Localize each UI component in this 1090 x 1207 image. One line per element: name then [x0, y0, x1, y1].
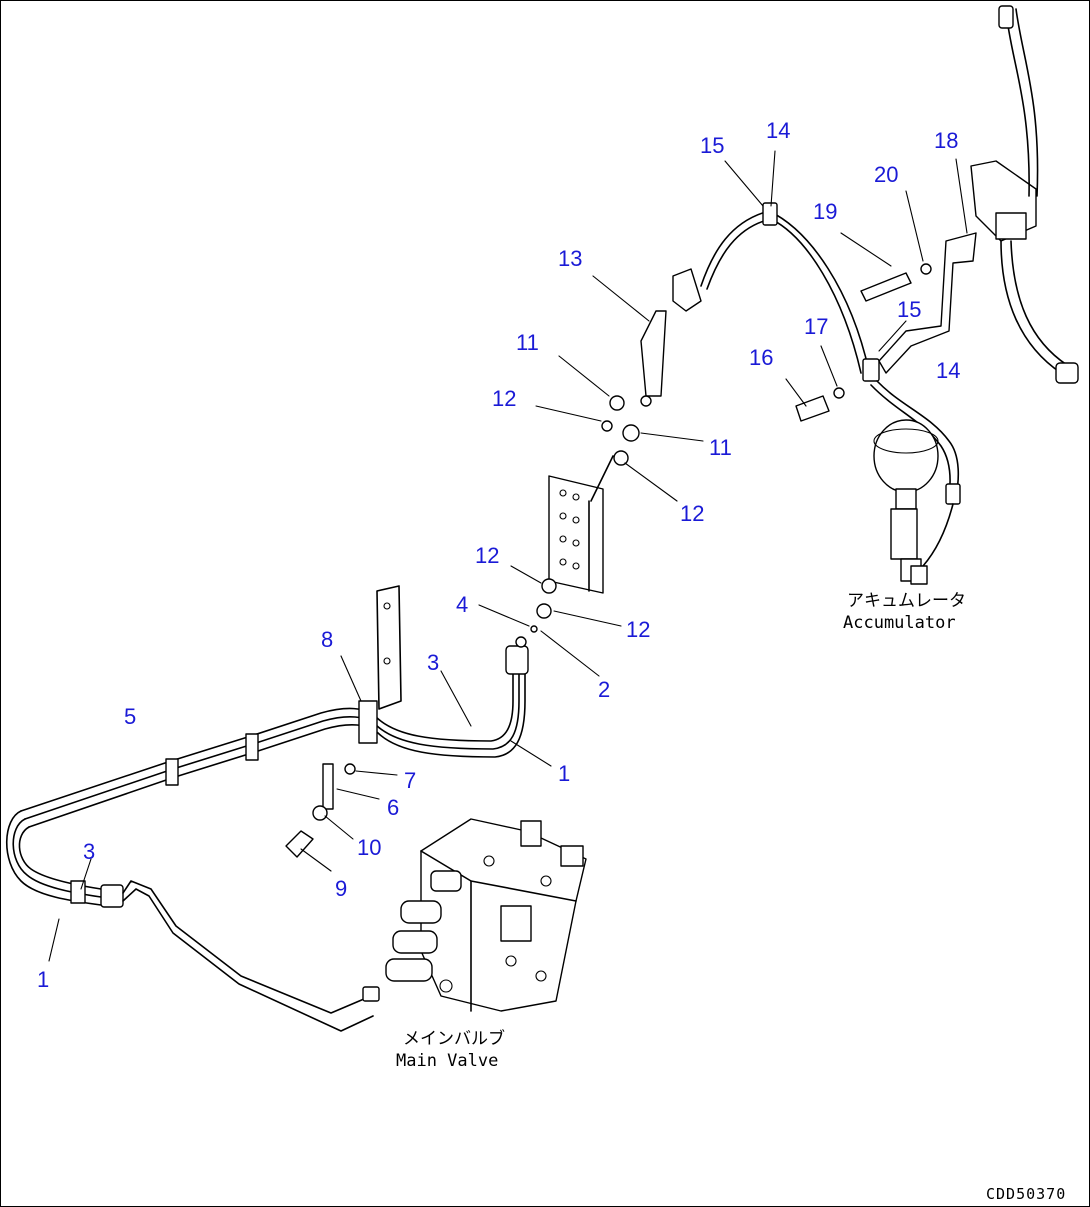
callout-3: 3 — [83, 839, 95, 864]
document-id: CDD50370 — [986, 1185, 1066, 1203]
callout-15: 15 — [700, 133, 724, 158]
lower-pipe — [122, 880, 380, 1032]
callout-1: 1 — [37, 967, 49, 992]
callout-9: 9 — [335, 876, 347, 901]
callout-10: 10 — [357, 835, 381, 860]
mounting-plate — [530, 395, 640, 633]
callout-4: 4 — [456, 592, 468, 617]
accumulator-caption-en: Accumulator — [843, 613, 956, 633]
upper-pipe — [700, 202, 961, 567]
leader-lines — [48, 150, 968, 962]
callout-13: 13 — [558, 246, 582, 271]
bracket-14 — [795, 232, 977, 422]
main-valve — [385, 818, 587, 1012]
callout-7: 7 — [404, 768, 416, 793]
bracket-13 — [640, 268, 702, 407]
callout-6: 6 — [387, 795, 399, 820]
callout-12: 12 — [626, 617, 650, 642]
small-parts-6-7-9-10 — [285, 763, 356, 858]
accumulator-caption-jp: アキュムレータ — [847, 591, 966, 611]
captions: アキュムレータ Accumulator メインバルブ Main Valve — [396, 591, 966, 1071]
fitting-18 — [970, 5, 1079, 384]
callout-8: 8 — [321, 627, 333, 652]
callouts: 1 1 2 3 3 4 5 6 7 8 9 10 11 11 12 12 12 … — [37, 118, 960, 992]
callout-18: 18 — [934, 128, 958, 153]
callout-3: 3 — [427, 650, 439, 675]
callout-12: 12 — [475, 543, 499, 568]
callout-19: 19 — [813, 199, 837, 224]
bracket-8 — [358, 585, 402, 744]
callout-12: 12 — [492, 386, 516, 411]
callout-14: 14 — [766, 118, 790, 143]
callout-2: 2 — [598, 677, 610, 702]
callout-15: 15 — [897, 297, 921, 322]
main-valve-caption-jp: メインバルブ — [403, 1028, 505, 1049]
callout-1: 1 — [558, 761, 570, 786]
callout-16: 16 — [749, 345, 773, 370]
main-valve-caption-en: Main Valve — [396, 1051, 498, 1071]
accumulator — [873, 419, 939, 585]
callout-12: 12 — [680, 501, 704, 526]
callout-20: 20 — [874, 162, 898, 187]
callout-11: 11 — [516, 330, 539, 355]
pipe-bundle — [5, 636, 529, 908]
callout-5: 5 — [124, 704, 136, 729]
callout-17: 17 — [804, 314, 828, 339]
callout-11: 11 — [709, 435, 732, 460]
callout-14: 14 — [936, 358, 960, 383]
